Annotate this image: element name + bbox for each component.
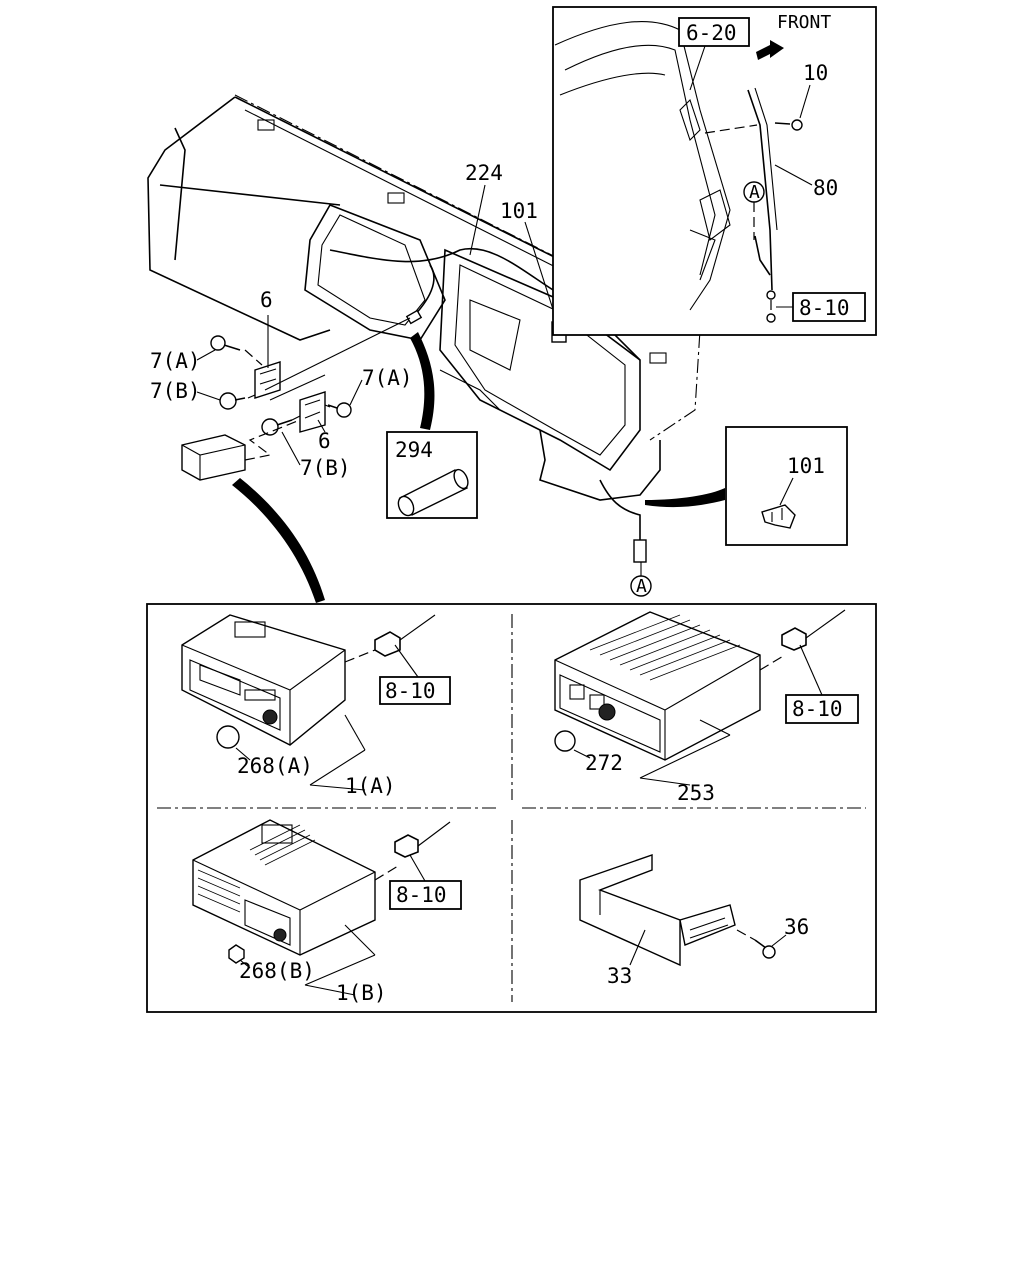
- ref-8-10-q3: 8-10: [396, 883, 447, 907]
- label-272: 272: [585, 751, 623, 775]
- callout-a-bottom: A: [636, 576, 647, 597]
- label-7b-left: 7(B): [150, 379, 201, 403]
- bracket-and-bolts: [181, 317, 411, 603]
- ref-box-6-20: [678, 17, 750, 47]
- pocket-33: [579, 854, 776, 967]
- label-101-top: 101: [500, 199, 538, 223]
- label-101-box: 101: [787, 454, 825, 478]
- antenna-inset: [552, 6, 877, 336]
- ref-8-10-top: 8-10: [799, 296, 850, 320]
- instrument-panel-drawing: [147, 94, 725, 563]
- label-36: 36: [784, 915, 809, 939]
- callout-a-top: A: [749, 182, 760, 203]
- ref-box-8-10-top: [792, 292, 866, 322]
- label-10: 10: [803, 61, 828, 85]
- front-label: FRONT: [777, 12, 831, 33]
- label-80: 80: [813, 176, 838, 200]
- label-294: 294: [395, 438, 433, 462]
- label-6-upper: 6: [260, 288, 273, 312]
- label-268b: 268(B): [239, 959, 315, 983]
- ref-box-8-10-q1: [379, 676, 451, 705]
- label-33: 33: [607, 964, 632, 988]
- ref-6-20: 6-20: [686, 21, 737, 45]
- label-224: 224: [465, 161, 503, 185]
- label-253: 253: [677, 781, 715, 805]
- clip-101: [761, 504, 796, 529]
- label-7b-lower: 7(B): [300, 456, 351, 480]
- label-268a: 268(A): [237, 754, 313, 778]
- ref-box-8-10-q2: [785, 694, 859, 724]
- label-6-lower: 6: [318, 429, 331, 453]
- ref-box-8-10-q3: [389, 880, 462, 910]
- sleeve-294: [397, 468, 469, 517]
- radio-253: [554, 609, 846, 761]
- radio-1b: [192, 819, 451, 964]
- label-7a-right: 7(A): [362, 366, 413, 390]
- label-1a: 1(A): [345, 774, 396, 798]
- radio-1a: [181, 614, 436, 749]
- ref-8-10-q1: 8-10: [385, 679, 436, 703]
- label-7a-left: 7(A): [150, 349, 201, 373]
- ref-8-10-q2: 8-10: [792, 697, 843, 721]
